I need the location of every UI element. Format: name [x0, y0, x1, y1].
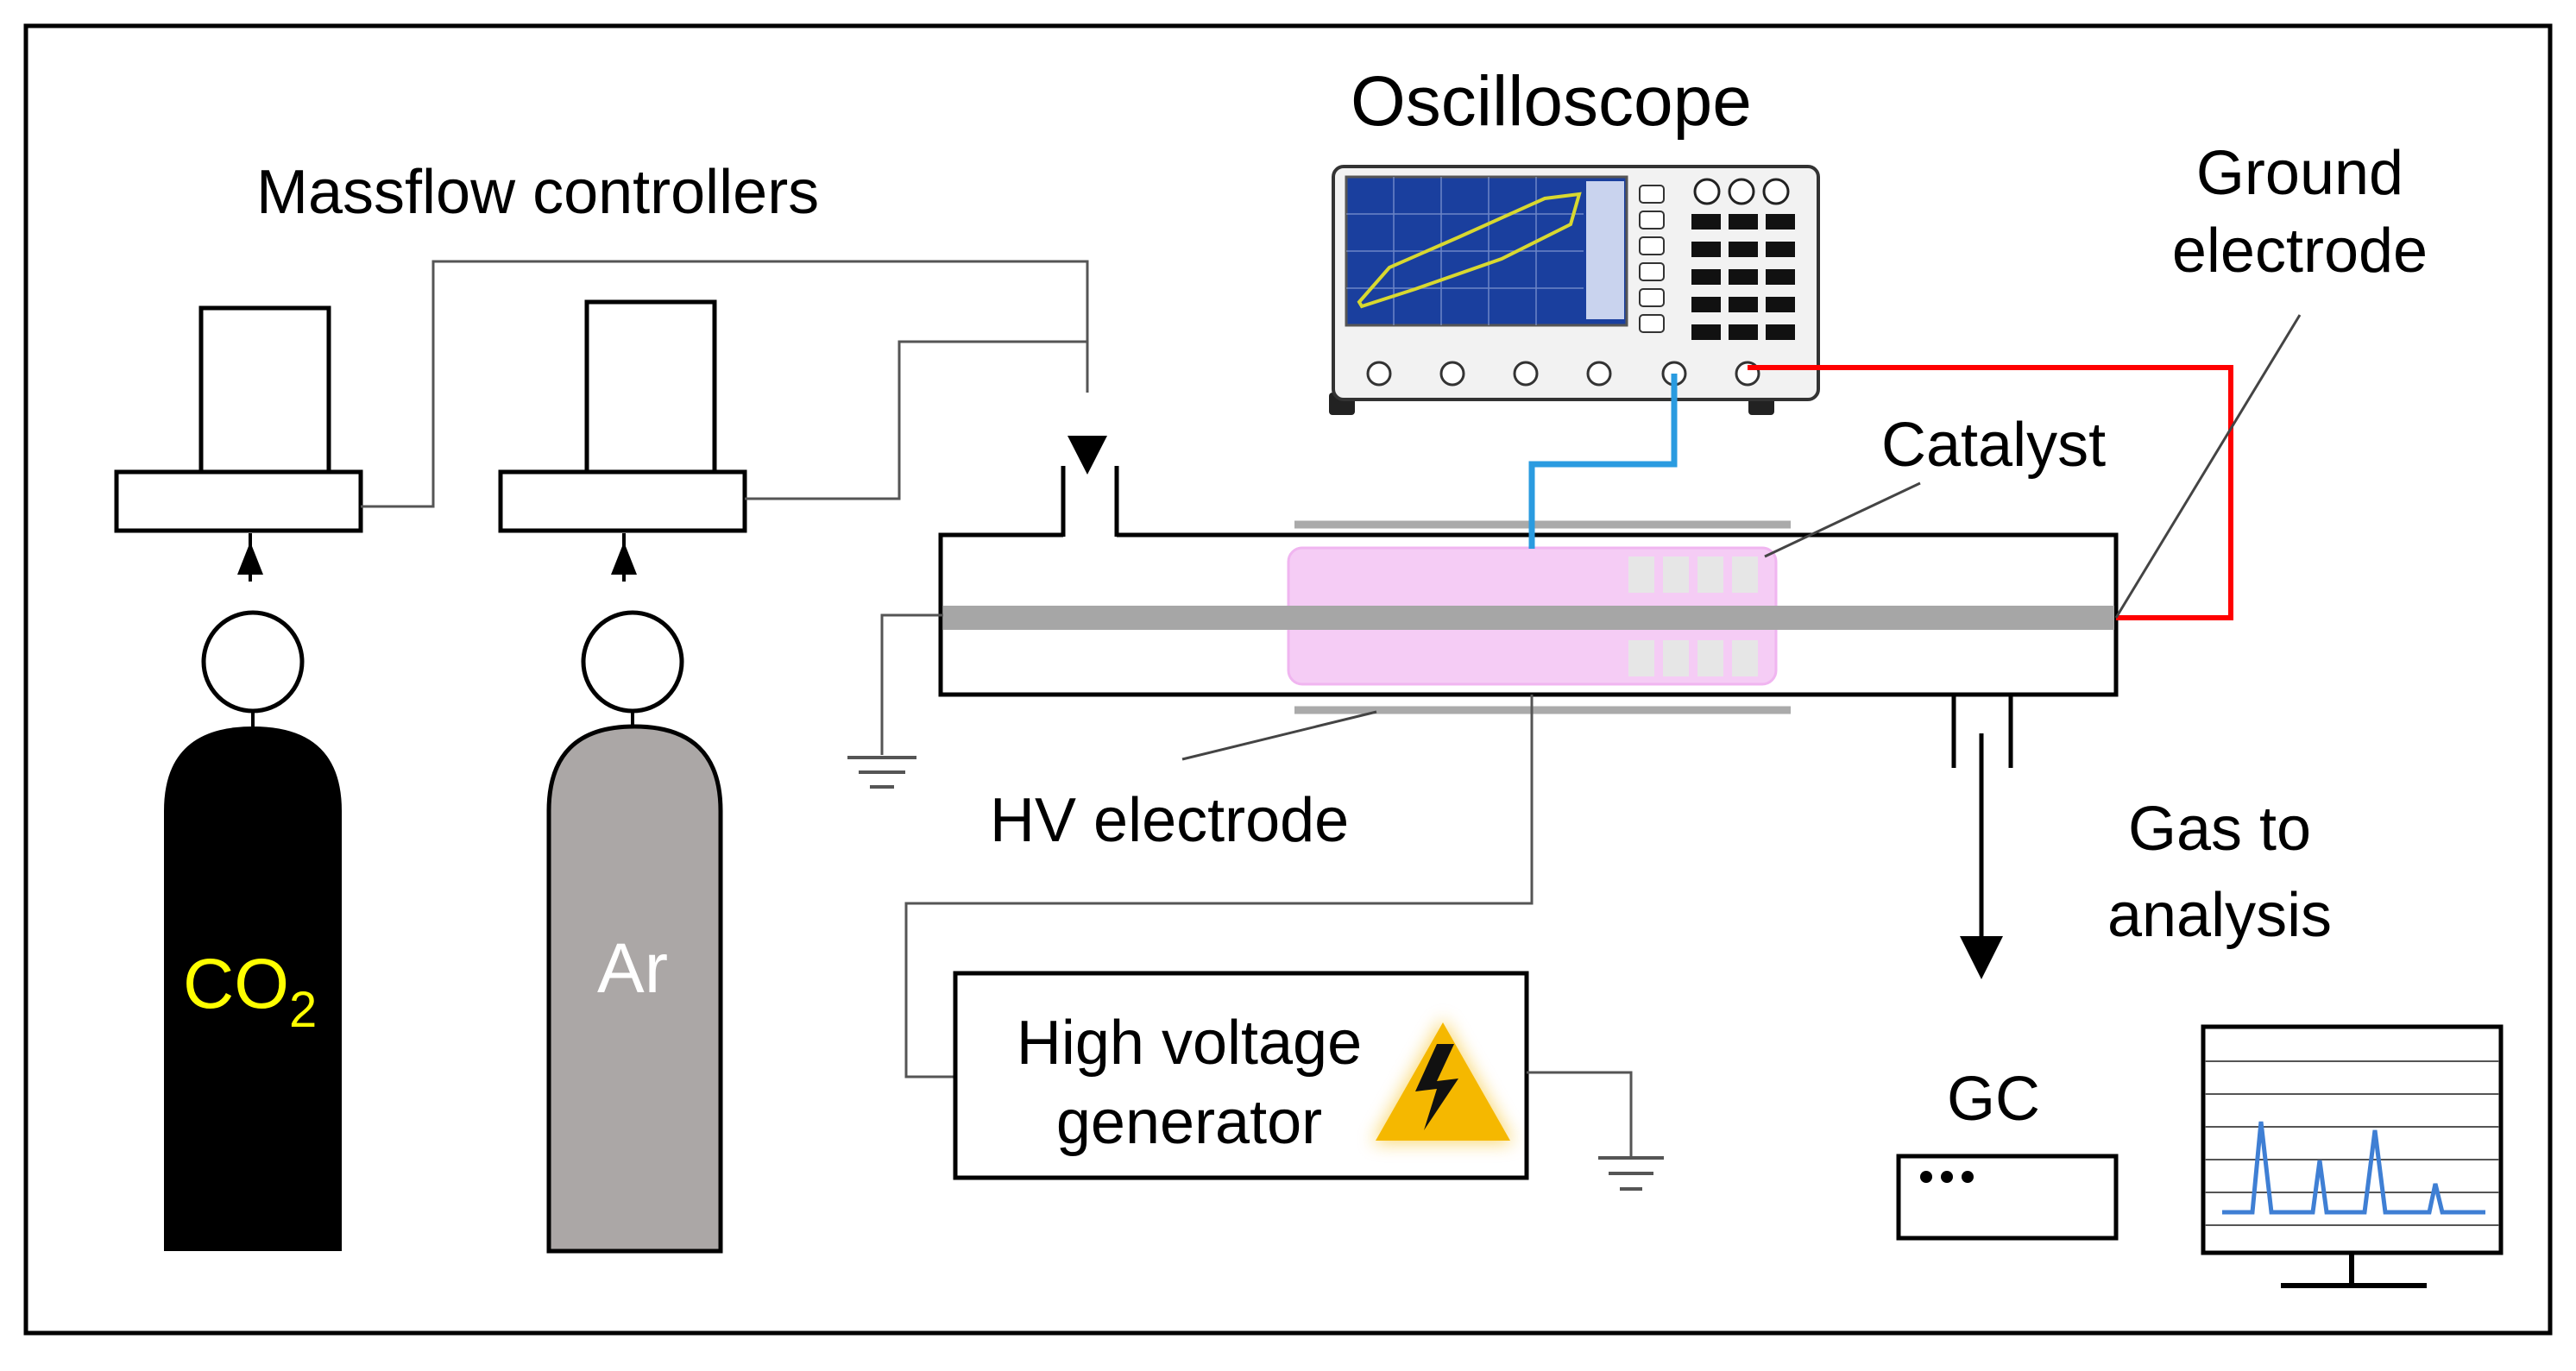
chromatogram-trace: [2222, 1121, 2485, 1215]
massflow-controllers-label: Massflow controllers: [256, 158, 819, 227]
ground-wire: [1748, 365, 2233, 620]
co2-cylinder: CO2: [164, 533, 342, 1251]
gas-to-analysis-label-line2: analysis: [2107, 881, 2332, 950]
hv-electrode-label: HV electrode: [990, 786, 1349, 855]
oscilloscope-label: Oscilloscope: [1351, 62, 1752, 141]
ground-electrode-callout-line: [2114, 314, 2302, 619]
co2-cylinder-label: CO2: [183, 945, 317, 1038]
ground-symbol-icon: [847, 756, 916, 789]
hv-generator-label-line2: generator: [1056, 1088, 1322, 1157]
ground-symbol-icon: [1598, 1156, 1664, 1191]
gas-to-analysis-label-line1: Gas to: [2128, 795, 2311, 864]
co2-feed-line: [361, 260, 1089, 508]
gc-instrument: [1896, 1154, 2119, 1241]
ground-electrode-label-line1: Ground: [2196, 139, 2403, 208]
high-voltage-warning-icon: [1372, 1018, 1514, 1143]
co2-main-text: CO: [183, 945, 289, 1023]
reactor-tube-top: [938, 532, 2119, 697]
co2-cylinder-body: [164, 726, 342, 1251]
massflow-controller-ar: [498, 299, 747, 533]
ground-electrode-rod: [943, 606, 2114, 630]
ar-cylinder: Ar: [546, 533, 723, 1254]
massflow-controller-co2: [114, 305, 363, 533]
hv-generator-label-line1: High voltage: [1017, 1009, 1362, 1078]
catalyst-pellets: [1628, 557, 1758, 676]
monitor-icon: [2201, 1024, 2504, 1288]
catalyst-label: Catalyst: [1881, 411, 2106, 480]
generator-ground-wire: [1527, 1071, 1633, 1156]
catalyst-callout-line: [1764, 481, 1921, 558]
hv-supply-wire: [904, 695, 1534, 1079]
co2-subscript-text: 2: [289, 982, 317, 1038]
hv-electrode-callout-line: [1181, 710, 1377, 761]
lissajous-trace: [1357, 192, 1582, 309]
ground-electrode-label-line2: electrode: [2172, 217, 2428, 286]
ar-cylinder-body: [546, 724, 723, 1254]
inlet-arrowhead: [1068, 436, 1107, 475]
probe-wire: [1528, 374, 1678, 549]
ar-feed-line: [745, 340, 1087, 500]
oscilloscope: [1329, 165, 1820, 415]
gc-label: GC: [1947, 1065, 2040, 1134]
figure-frame: [23, 23, 2553, 1336]
ar-cylinder-label: Ar: [597, 929, 668, 1008]
left-ground-wire: [880, 613, 943, 755]
reactor: [938, 466, 2119, 768]
